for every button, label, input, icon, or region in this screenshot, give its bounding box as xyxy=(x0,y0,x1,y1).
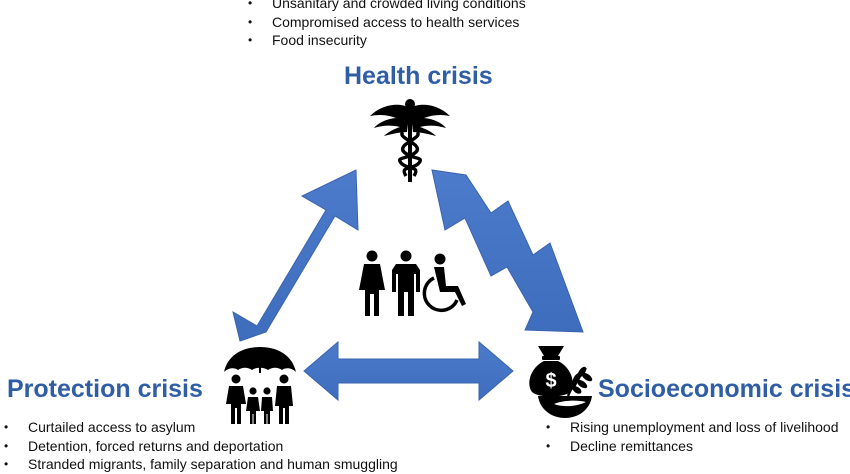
protection-crisis-title: Protection crisis xyxy=(7,375,203,403)
protection-bullet-list: Curtailed access to asylum Detention, fo… xyxy=(4,418,398,474)
caduceus-icon xyxy=(370,99,450,182)
health-bullet-list: Unsanitary and crowded living conditions… xyxy=(248,0,526,50)
socioeconomic-bullet-item: Rising unemployment and loss of liveliho… xyxy=(546,418,838,437)
socioeconomic-bullet-item: Decline remittances xyxy=(546,437,838,456)
arrow-health-socioeconomic xyxy=(431,169,584,333)
health-bullet-item: Unsanitary and crowded living conditions xyxy=(248,0,526,13)
socioeconomic-bullet-list: Rising unemployment and loss of liveliho… xyxy=(546,418,838,455)
arrow-protection-socioeconomic xyxy=(303,340,514,402)
health-bullet-item: Food insecurity xyxy=(248,31,526,50)
protection-bullet-item: Curtailed access to asylum xyxy=(4,418,398,437)
protection-bullet-item: Stranded migrants, family separation and… xyxy=(4,455,398,474)
protection-bullet-item: Detention, forced returns and deportatio… xyxy=(4,437,398,456)
svg-text:$: $ xyxy=(545,370,556,392)
health-bullet-item: Compromised access to health services xyxy=(248,13,526,32)
arrow-health-protection xyxy=(232,169,359,342)
umbrella-family-icon xyxy=(224,347,296,424)
socioeconomic-crisis-title: Socioeconomic crisis xyxy=(598,375,850,403)
people-wheelchair-icon xyxy=(359,250,466,316)
health-crisis-title: Health crisis xyxy=(344,62,493,90)
money-bag-wheat-bowl-icon: $ xyxy=(529,346,593,418)
